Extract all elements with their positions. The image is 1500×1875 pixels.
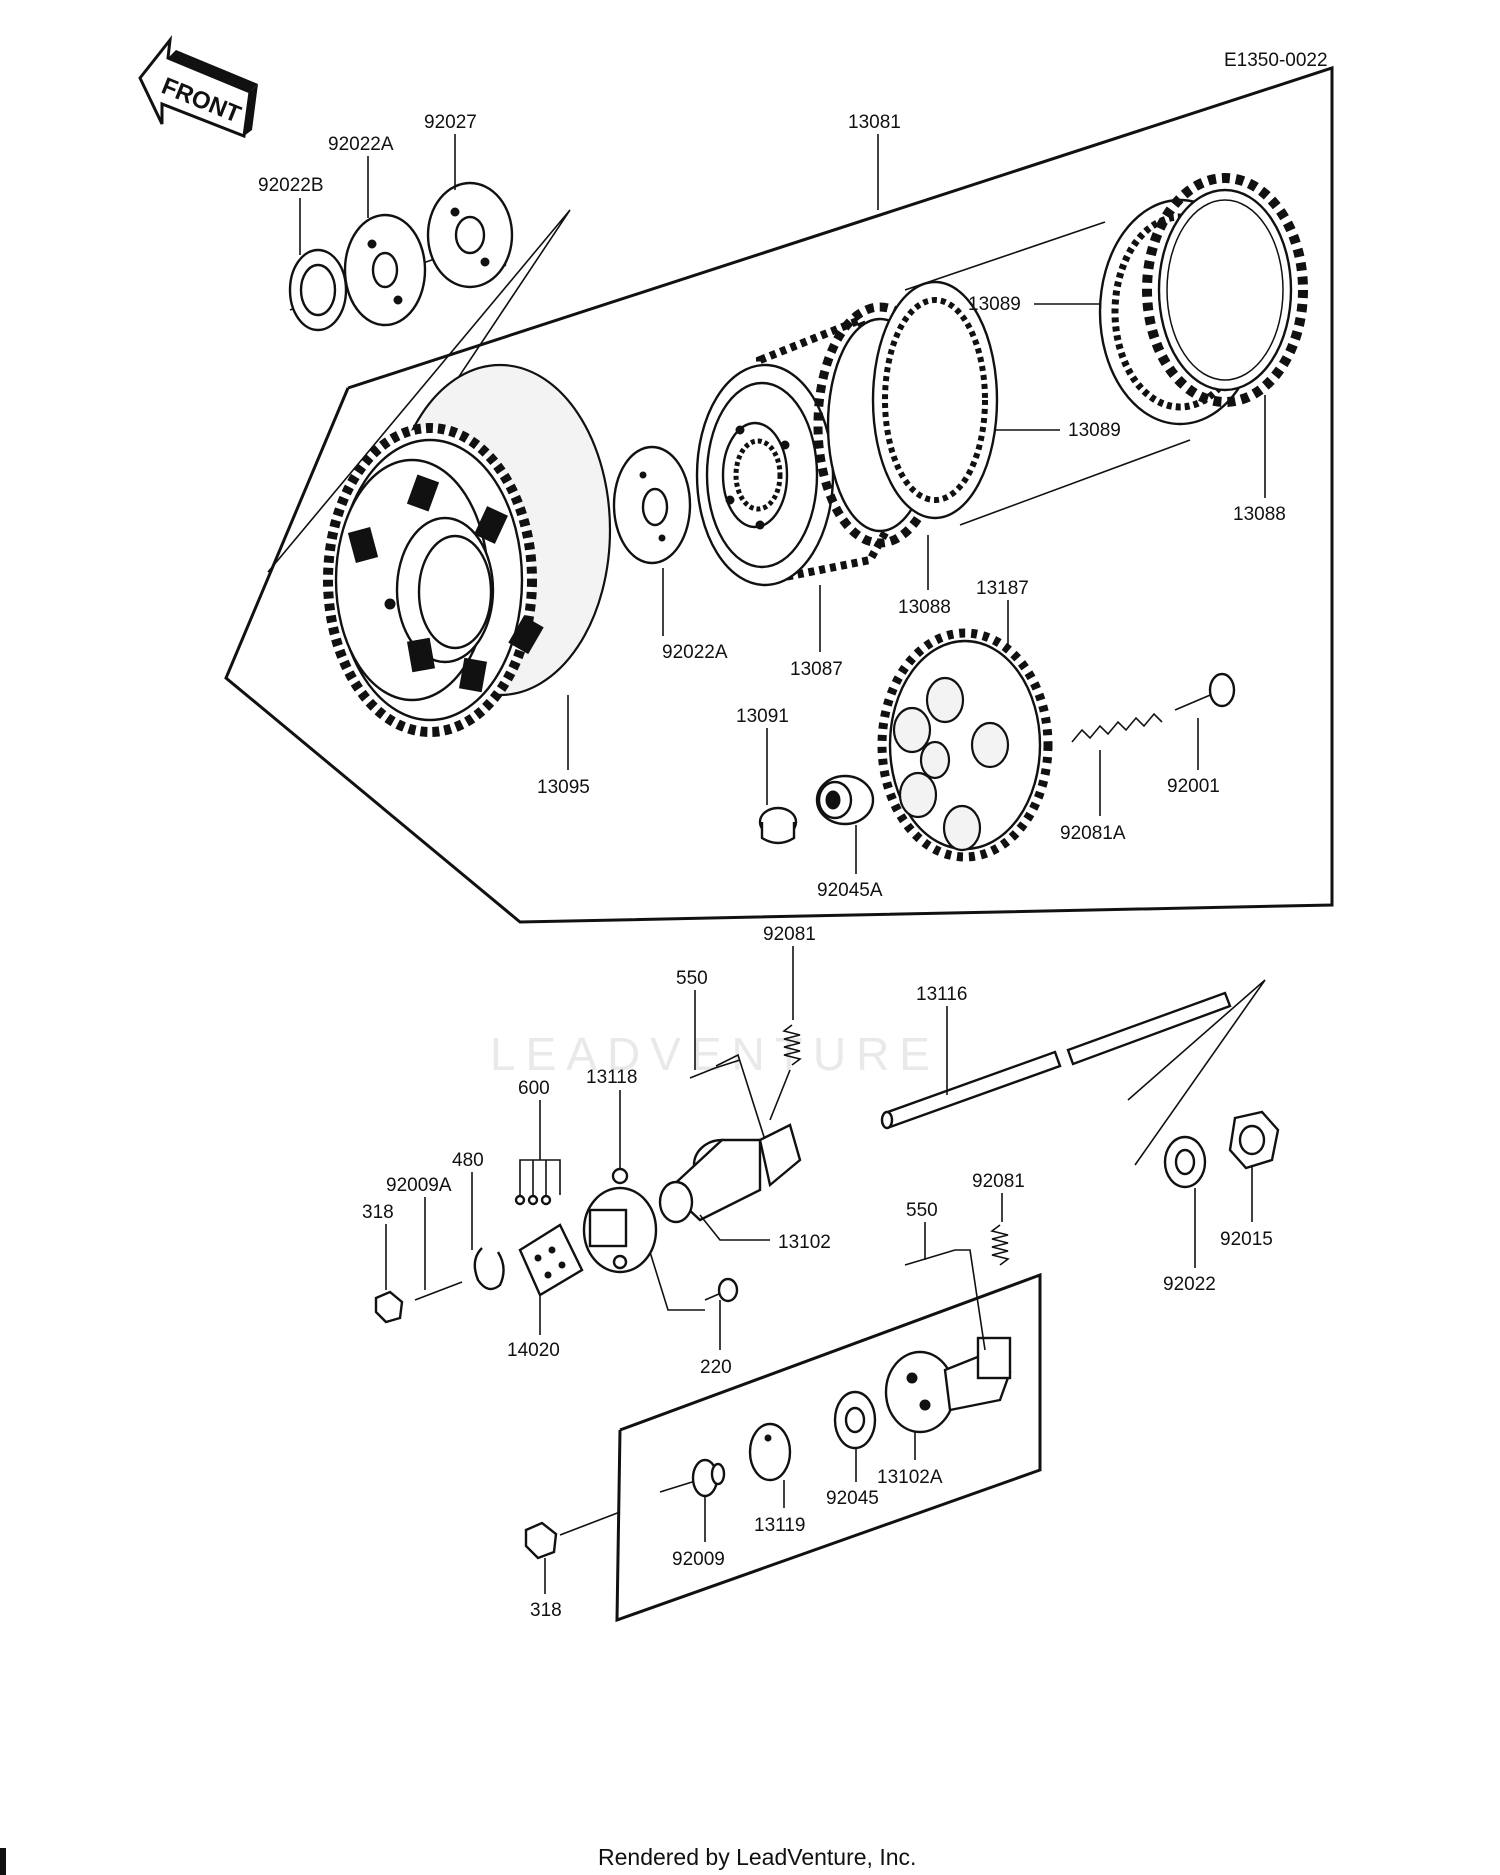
label-92015: 92015 [1220, 1229, 1273, 1250]
part-13187-pressure-plate[interactable] [877, 628, 1053, 862]
label-13089-upper: 13089 [968, 294, 1021, 315]
part-13116-push-rod[interactable] [880, 991, 1232, 1130]
part-92045A-bearing[interactable] [815, 774, 875, 826]
label-13118: 13118 [586, 1067, 637, 1088]
part-92022-washer[interactable] [1163, 1135, 1207, 1189]
label-13089-lower: 13089 [1068, 420, 1121, 441]
label-550-upper: 550 [676, 968, 708, 989]
label-13187: 13187 [976, 578, 1029, 599]
label-92081-upper: 92081 [763, 924, 816, 945]
part-92009A-adjusting-screw[interactable] [414, 1281, 463, 1301]
label-92001: 92001 [1167, 776, 1220, 797]
part-92081-spring-upper[interactable] [782, 1024, 802, 1066]
part-92015-nut[interactable] [1228, 1110, 1280, 1170]
credit-text: Rendered by LeadVenture, Inc. [598, 1844, 916, 1870]
plates-group-line-bottom [959, 439, 1191, 526]
label-13102A: 13102A [877, 1467, 943, 1488]
part-92009-screw[interactable] [659, 1458, 726, 1498]
plates-group-line-top [904, 221, 1106, 291]
rod-group-line [1127, 979, 1266, 1166]
label-92022B: 92022B [258, 175, 324, 196]
pin-leader-lower [955, 1249, 986, 1351]
part-14020-release-cam[interactable] [518, 1223, 584, 1297]
label-92045: 92045 [826, 1488, 879, 1509]
label-550-lower: 550 [906, 1200, 938, 1221]
label-13091: 13091 [736, 706, 789, 727]
part-550-cotter-pin-upper[interactable] [689, 1059, 741, 1079]
part-92001-bolt[interactable] [1174, 672, 1236, 711]
part-13088-friction-plate-upper[interactable] [1142, 173, 1308, 407]
part-92022B-washer[interactable] [288, 248, 348, 332]
labels-lower: 92081 550 13116 600 13118 480 92009A 318… [362, 924, 1273, 1621]
part-92022A-washer-middle[interactable] [612, 445, 692, 565]
label-13095: 13095 [537, 777, 590, 798]
part-318-nut-lower[interactable] [524, 1521, 558, 1560]
label-92022A-middle: 92022A [662, 642, 728, 663]
part-92022A-washer-top[interactable] [343, 213, 427, 327]
label-13102: 13102 [778, 1232, 831, 1253]
label-14020: 14020 [507, 1340, 560, 1361]
label-600: 600 [518, 1078, 550, 1099]
label-13116: 13116 [916, 984, 967, 1005]
label-13088-right: 13088 [1233, 504, 1286, 525]
label-92009A: 92009A [386, 1175, 452, 1196]
label-92081-lower: 92081 [972, 1171, 1025, 1192]
part-92045-bearing-lower[interactable] [833, 1390, 877, 1450]
label-92045A: 92045A [817, 880, 883, 901]
part-318-nut-upper[interactable] [374, 1290, 404, 1324]
part-92027-collar[interactable] [426, 181, 514, 289]
part-480-circlip[interactable] [473, 1247, 505, 1291]
clutch-assembly-frame [224, 65, 1334, 924]
part-13095-clutch-housing-gear[interactable] [323, 363, 612, 737]
spring-leader-upper [769, 1069, 791, 1121]
label-92009: 92009 [672, 1549, 725, 1570]
label-13081: 13081 [848, 112, 901, 133]
watermark: LEADVENTURE [490, 1028, 940, 1080]
shaft-leader [699, 1214, 770, 1241]
label-220: 220 [700, 1357, 732, 1378]
part-13091-cap[interactable] [758, 806, 798, 845]
label-480: 480 [452, 1150, 484, 1171]
label-13088-lower: 13088 [898, 597, 951, 618]
part-13102A-release-lever[interactable] [884, 1336, 1012, 1434]
label-318-upper: 318 [362, 1202, 394, 1223]
nut-axis-line [559, 1511, 621, 1536]
bracket-leader [649, 1251, 705, 1311]
gear-group-line [267, 209, 571, 573]
pin-leader-upper [715, 1053, 766, 1141]
labels-upper: 92022B 92022A 92027 13081 13089 13089 13… [258, 112, 1286, 901]
label-92022A-top: 92022A [328, 134, 394, 155]
part-13118-bracket[interactable] [582, 1167, 658, 1274]
front-arrow-icon: FRONT [138, 34, 258, 139]
part-92081-spring-lower[interactable] [990, 1224, 1010, 1266]
release-assembly-frame [615, 1272, 1042, 1623]
label-92027: 92027 [424, 112, 477, 133]
part-92081A-clutch-spring[interactable] [1071, 712, 1163, 743]
part-13119-shim[interactable] [748, 1422, 792, 1482]
part-13102-release-shaft[interactable] [658, 1123, 802, 1224]
part-13089-steel-plate-lower[interactable] [871, 280, 999, 520]
diagram-code: E1350-0022 [1224, 50, 1328, 71]
label-92081A: 92081A [1060, 823, 1126, 844]
label-13087: 13087 [790, 659, 843, 680]
label-13119: 13119 [754, 1515, 805, 1536]
part-220-screw[interactable] [704, 1277, 739, 1303]
label-92022: 92022 [1163, 1274, 1216, 1295]
label-318-lower: 318 [530, 1600, 562, 1621]
edge-mark [0, 1848, 6, 1875]
part-550-cotter-pin-lower[interactable] [904, 1249, 956, 1266]
part-600-steel-balls[interactable] [514, 1194, 552, 1206]
